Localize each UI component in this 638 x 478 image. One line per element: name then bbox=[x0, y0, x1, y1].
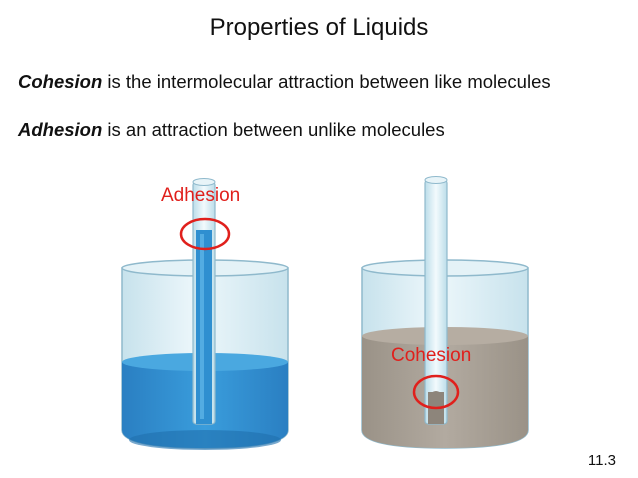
slide-title: Properties of Liquids bbox=[209, 14, 429, 41]
adhesion-definition-text: is an attraction between unlike molecule… bbox=[102, 119, 445, 140]
cohesion-term: Cohesion bbox=[18, 71, 103, 92]
adhesion-definition: Adhesion is an attraction between unlike… bbox=[18, 119, 445, 141]
water-beaker bbox=[121, 178, 289, 450]
mercury-beaker bbox=[361, 176, 529, 449]
adhesion-label: Adhesion bbox=[161, 185, 241, 206]
adhesion-term: Adhesion bbox=[18, 119, 103, 140]
cohesion-capillary-tube bbox=[424, 179, 448, 425]
cohesion-definition: Cohesion is the intermolecular attractio… bbox=[18, 71, 551, 93]
cohesion-callout-circle bbox=[412, 374, 460, 410]
adhesion-callout-circle bbox=[179, 217, 231, 251]
cohesion-definition-text: is the intermolecular attraction between… bbox=[102, 71, 551, 92]
slide-number: 11.3 bbox=[587, 452, 616, 469]
cohesion-label: Cohesion bbox=[391, 345, 472, 366]
